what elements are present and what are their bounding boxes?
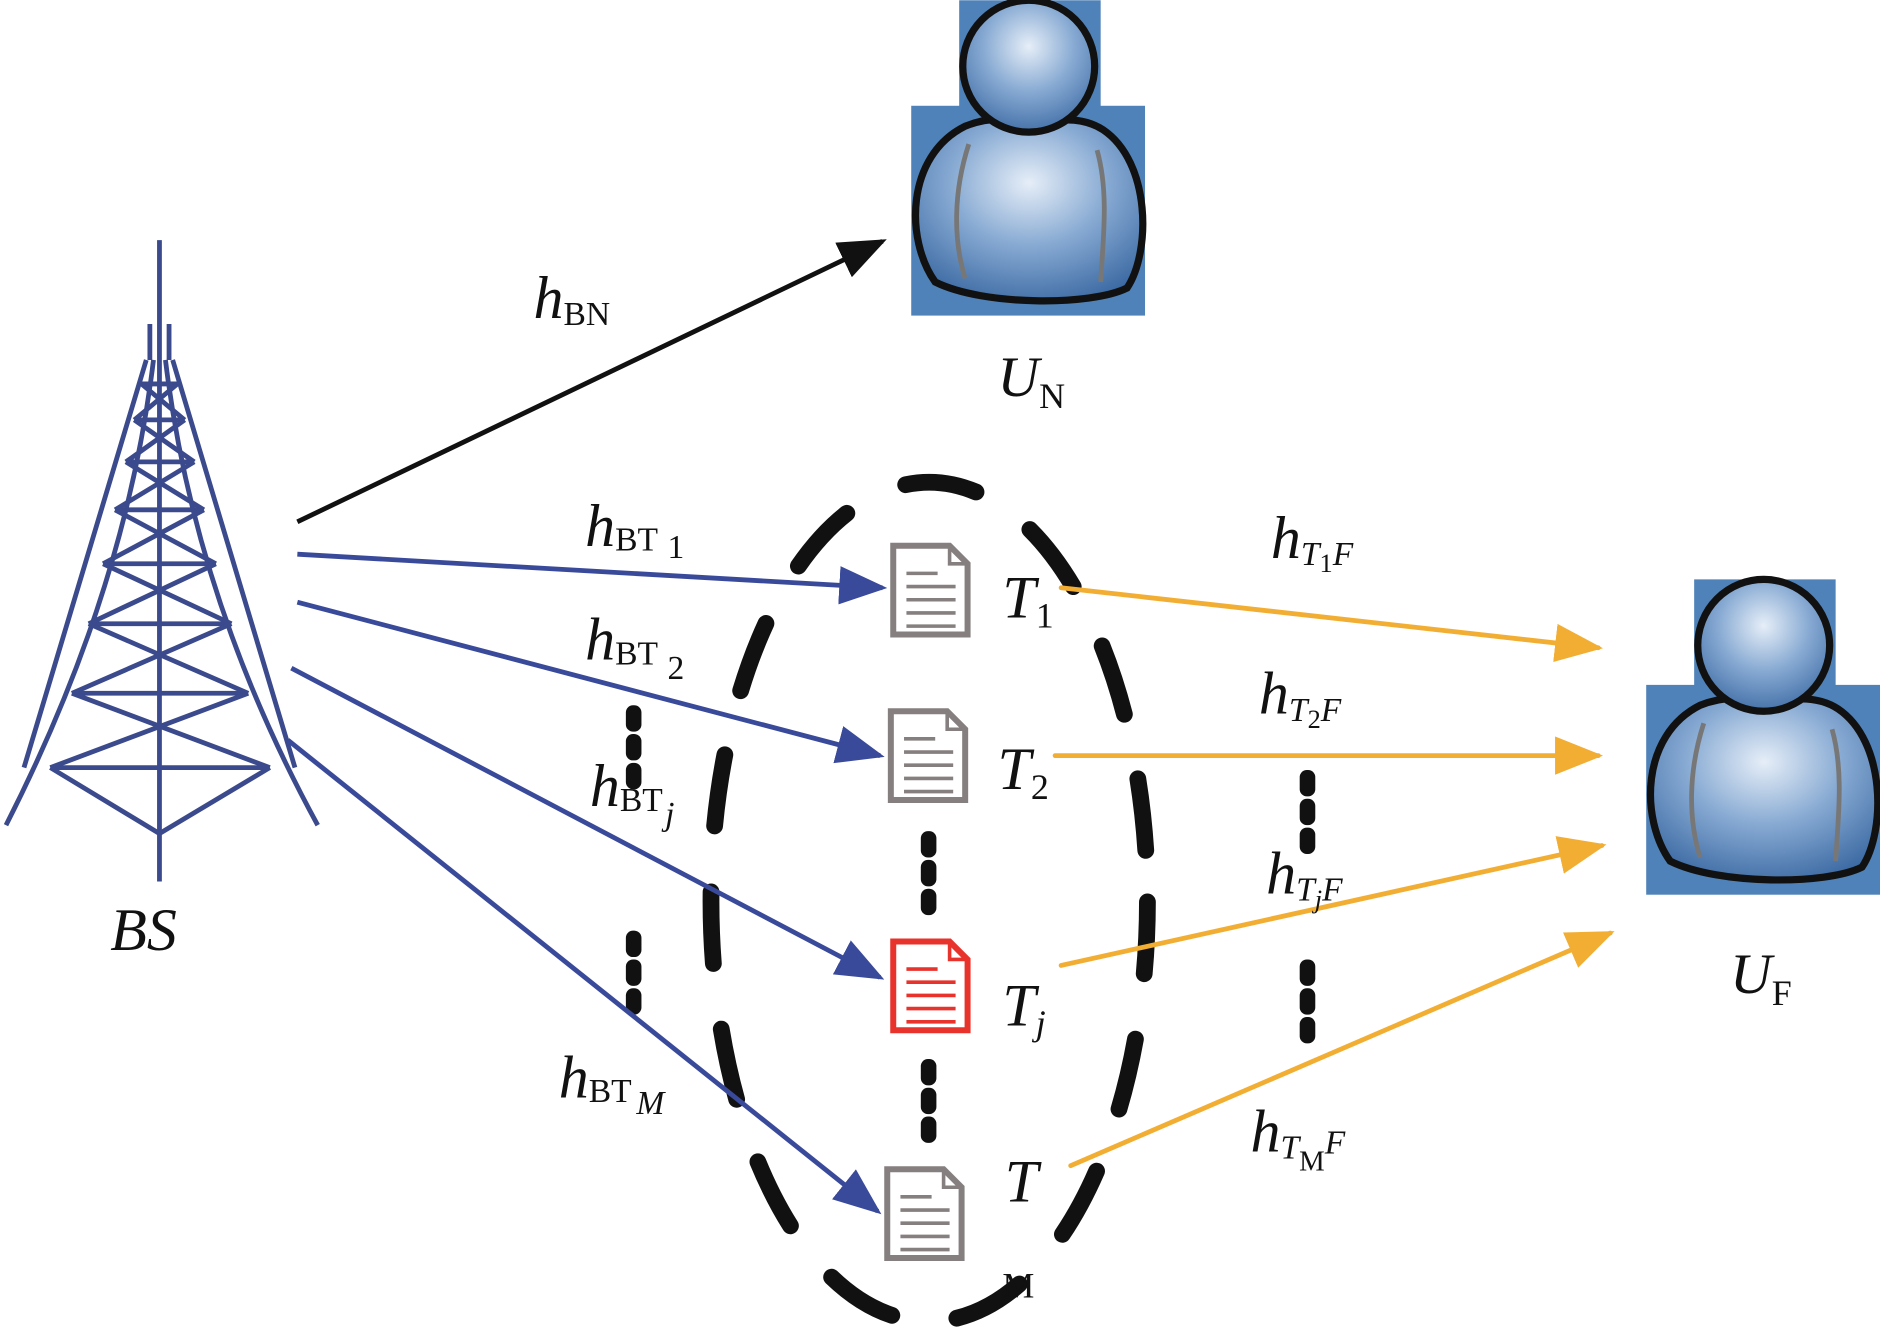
far-user-icon xyxy=(1646,579,1880,894)
vertical-ellipsis-icon xyxy=(920,1058,937,1143)
link-bs-tm-arrow xyxy=(286,738,882,1215)
h-t1f-label: hT1F xyxy=(1271,505,1354,578)
link-tm-uf-arrow xyxy=(1068,930,1615,1169)
direct-link-arrow xyxy=(296,239,887,524)
link-t1-uf-arrow xyxy=(1058,585,1604,662)
tag-m-label: T xyxy=(1005,1149,1042,1215)
h-btj-label: hBTj xyxy=(590,753,675,833)
vertical-ellipsis-icon xyxy=(625,705,642,790)
tag-m-document-icon xyxy=(887,1169,961,1258)
link-bs-t2-arrow xyxy=(296,599,885,764)
near-user-icon xyxy=(911,0,1145,315)
h-bn-label: hBN xyxy=(534,265,611,333)
tag-m-subscript: M xyxy=(1002,1266,1034,1306)
link-bs-tj-arrow xyxy=(290,665,885,980)
ellipsis-dots xyxy=(625,705,1316,1143)
vertical-ellipsis-icon xyxy=(1299,959,1316,1044)
cell-tower-icon xyxy=(3,240,320,882)
link-tj-uf-arrow xyxy=(1058,836,1607,968)
tag-j-label: Tj xyxy=(1002,972,1045,1043)
h-tjf-label: hTjF xyxy=(1266,841,1343,914)
vertical-ellipsis-icon xyxy=(920,831,937,916)
tag-2-document-icon xyxy=(891,711,965,800)
tag-2-label: T2 xyxy=(998,736,1049,807)
bs-label: BS xyxy=(110,897,177,963)
bs-to-tag-links xyxy=(286,551,888,1215)
tag-cluster-boundary xyxy=(702,473,1156,1330)
tag-1-document-icon xyxy=(893,546,967,635)
h-tmf-label: hTMF xyxy=(1251,1098,1346,1177)
vertical-ellipsis-icon xyxy=(625,930,642,1015)
link-bs-t1-arrow xyxy=(297,551,888,605)
vertical-ellipsis-icon xyxy=(1299,770,1316,854)
h-t2f-label: hT2F xyxy=(1259,661,1342,734)
tag-1-label: T1 xyxy=(1002,565,1053,636)
far-user-label: UF xyxy=(1730,943,1792,1013)
near-user-label: UN xyxy=(998,346,1066,416)
tag-j-document-icon xyxy=(893,941,967,1030)
tag-to-far-links xyxy=(1052,585,1615,1169)
